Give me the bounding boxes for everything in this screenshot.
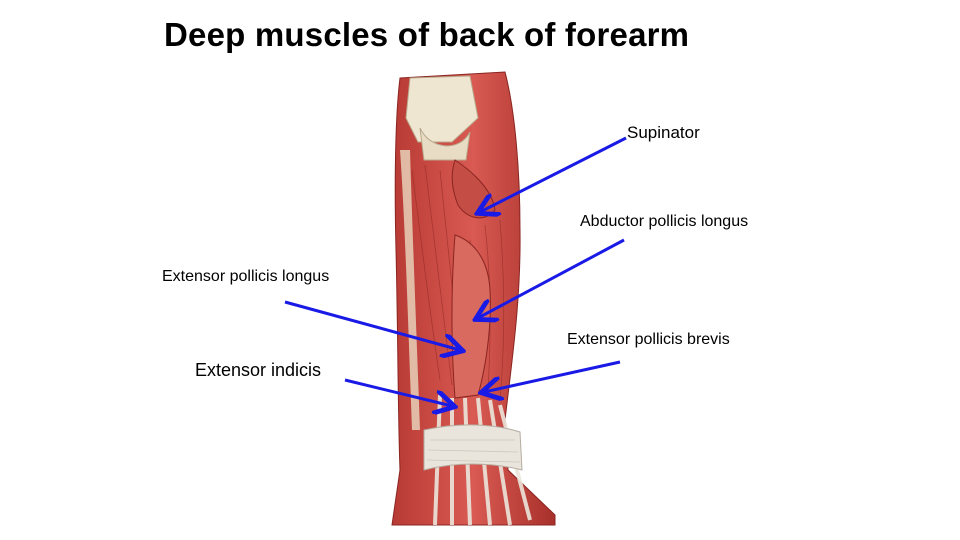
arrow-extensor-pollicis-brevis: [484, 360, 621, 392]
arrow-extensor-pollicis-longus: [284, 300, 460, 350]
arrow-extensor-indicis: [344, 378, 452, 406]
extensor-retinaculum: [423, 424, 523, 471]
arrow-abductor-pollicis-longus: [478, 238, 625, 318]
arrow-supinator: [480, 136, 627, 212]
elbow-bone: [405, 75, 479, 143]
label-supinator: Supinator: [627, 123, 700, 142]
slide-title: Deep muscles of back of forearm: [164, 16, 690, 53]
label-extensor-indicis: Extensor indicis: [195, 360, 322, 380]
label-extensor-pollicis-longus: Extensor pollicis longus: [162, 268, 330, 285]
ulna-shaft: [400, 150, 420, 430]
pointer-arrows: [284, 136, 627, 406]
label-extensor-pollicis-brevis: Extensor pollicis brevis: [567, 331, 730, 348]
forearm-illustration: [391, 71, 556, 526]
olecranon: [419, 127, 471, 161]
label-abductor-pollicis-longus: Abductor pollicis longus: [580, 213, 749, 230]
